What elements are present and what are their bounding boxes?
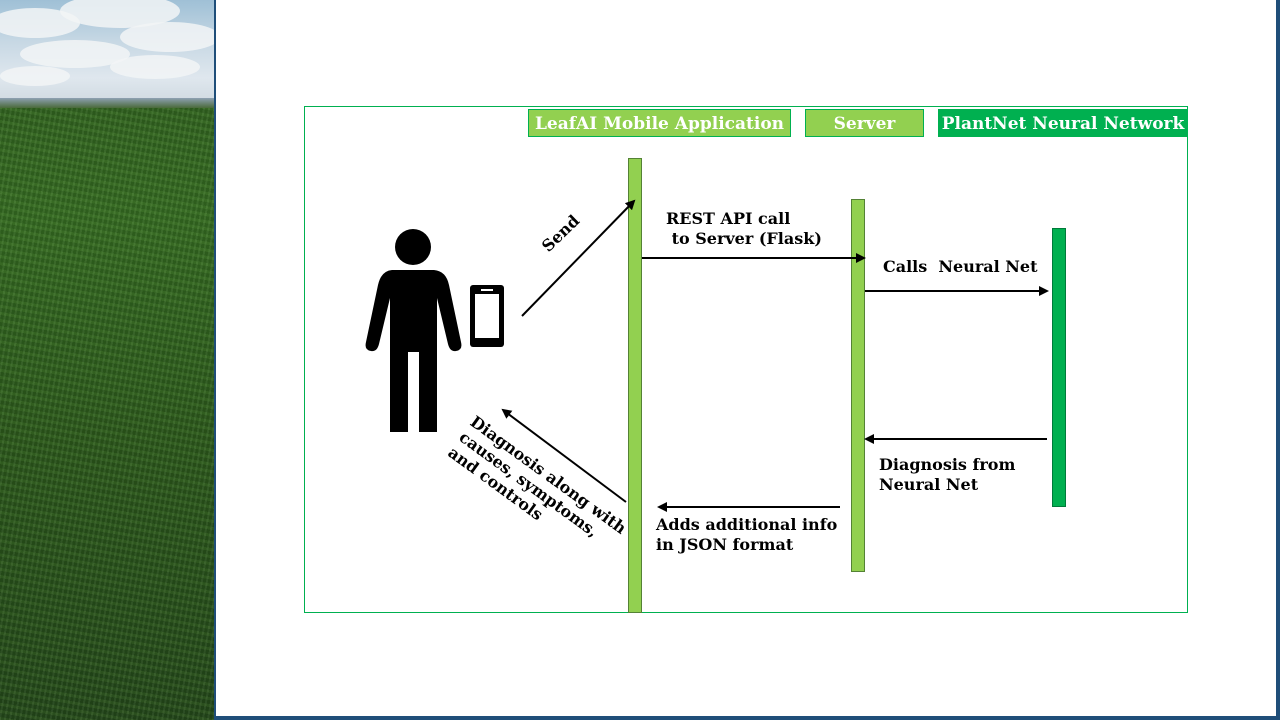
cloud	[110, 55, 200, 79]
calls-net-label: Calls Neural Net	[883, 257, 1038, 276]
adds-info-label: Adds additional info in JSON format	[656, 515, 838, 554]
diagnosis-return-arrow	[501, 408, 627, 503]
network-lifeline	[1052, 228, 1066, 507]
smartphone-icon	[470, 285, 504, 347]
participant-app-header: LeafAI Mobile Application	[528, 109, 791, 137]
participant-network-header: PlantNet Neural Network	[938, 109, 1188, 137]
send-arrow	[521, 199, 636, 317]
slide-border-bottom	[214, 716, 1280, 720]
rest-call-label: REST API call to Server (Flask)	[666, 209, 822, 248]
cloud	[120, 22, 214, 52]
field-photo	[0, 0, 214, 720]
diagnosis-from-net-label: Diagnosis from Neural Net	[879, 455, 1016, 494]
divider-line	[214, 0, 216, 720]
diagram-frame	[304, 106, 1188, 613]
horizon	[0, 98, 214, 108]
server-lifeline	[851, 199, 865, 572]
slide-border-right	[1276, 0, 1280, 720]
crop-field	[0, 108, 214, 720]
app-lifeline	[628, 158, 642, 613]
sky	[0, 0, 214, 104]
user-icon	[365, 229, 462, 432]
participant-server-header: Server	[805, 109, 924, 137]
cloud	[0, 66, 70, 86]
